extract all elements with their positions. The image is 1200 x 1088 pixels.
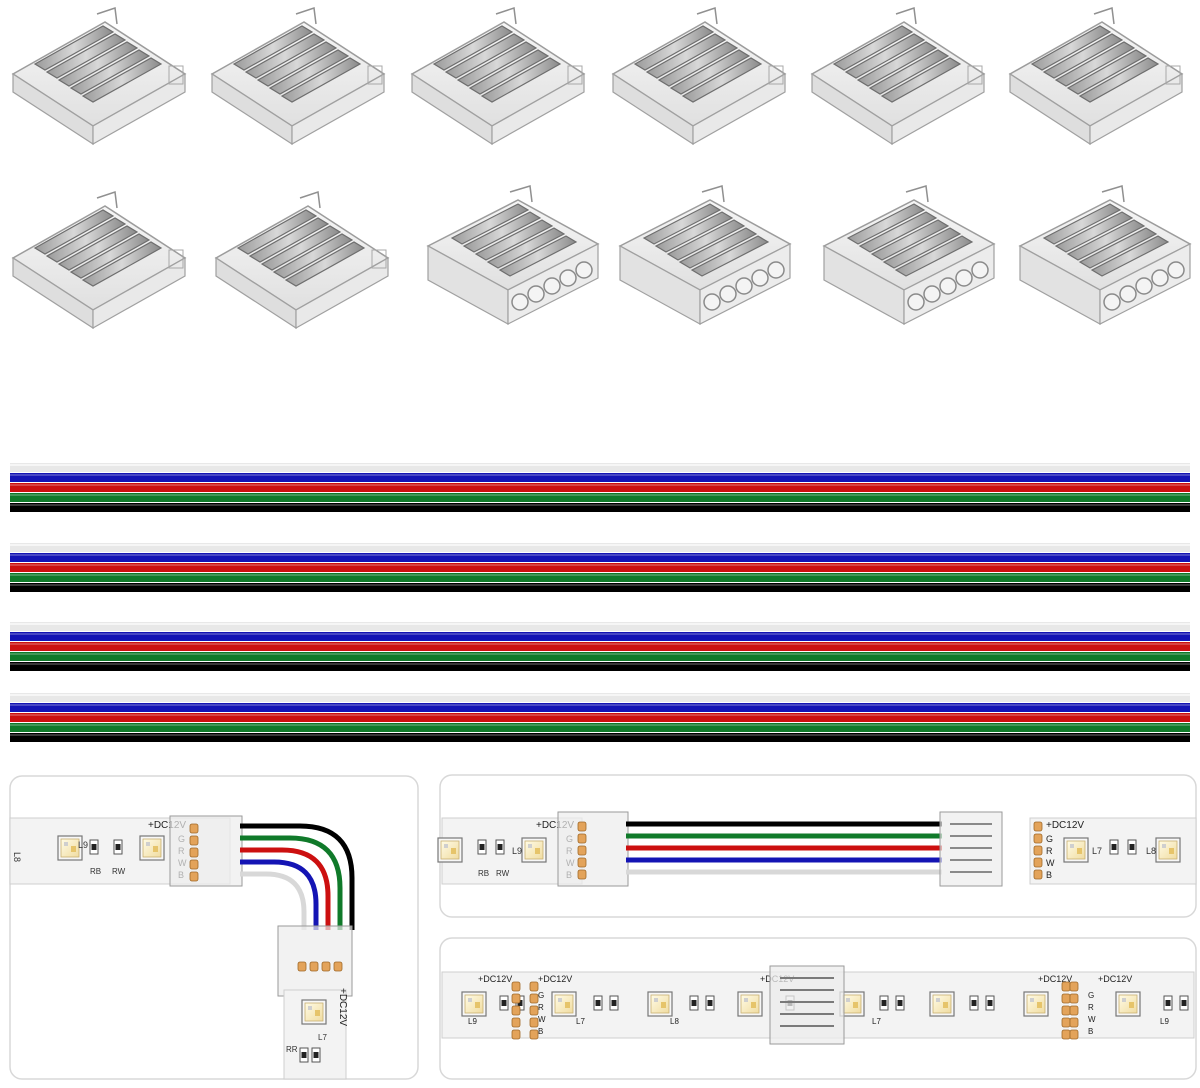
cable-wire: [10, 553, 1190, 562]
connector-clip-barrel: [1019, 185, 1191, 325]
svg-text:L8: L8: [1146, 846, 1156, 856]
connector-clip-barrel: [619, 185, 791, 325]
cable-wire: [10, 723, 1190, 732]
svg-text:B: B: [1088, 1027, 1093, 1036]
svg-text:L9: L9: [1160, 1017, 1169, 1026]
svg-text:G: G: [1088, 991, 1094, 1000]
cable-wire: [10, 473, 1190, 482]
svg-text:L7: L7: [872, 1017, 881, 1026]
svg-text:L9: L9: [78, 840, 88, 850]
panel-gapless-connector: +DC12V+DC12V+DC12V+DC12V+DC12VGRWBGRWBL9…: [439, 937, 1197, 1080]
ribbon-cable: [10, 463, 1190, 512]
cable-wire: [10, 642, 1190, 651]
svg-text:R: R: [1088, 1003, 1094, 1012]
connector-clip: [1009, 7, 1183, 145]
ribbon-cable: [10, 543, 1190, 592]
cable-wire: [10, 503, 1190, 512]
cable-wire: [10, 543, 1190, 552]
svg-text:L7: L7: [1092, 846, 1102, 856]
svg-text:+DC12V: +DC12V: [538, 974, 572, 984]
svg-text:G: G: [1046, 834, 1053, 844]
svg-text:+DC12V: +DC12V: [1098, 974, 1132, 984]
svg-text:B: B: [538, 1027, 543, 1036]
svg-text:G: G: [538, 991, 544, 1000]
cable-wire: [10, 693, 1190, 702]
svg-text:+DC12V: +DC12V: [148, 820, 186, 831]
svg-text:L9: L9: [512, 846, 522, 856]
svg-text:RW: RW: [112, 867, 126, 876]
cable-wire: [10, 733, 1190, 742]
svg-text:L9: L9: [468, 1017, 477, 1026]
svg-text:R: R: [1046, 846, 1053, 856]
cable-wire: [10, 652, 1190, 661]
svg-text:B: B: [1046, 870, 1052, 880]
connector-clip: [12, 191, 186, 329]
cable-wire: [10, 622, 1190, 631]
cable-wire: [10, 463, 1190, 472]
connector-row-bottom: [12, 185, 1191, 329]
ribbon-cable: [10, 622, 1190, 671]
connector-clip-barrel: [427, 185, 599, 325]
svg-text:+DC12V: +DC12V: [1046, 820, 1084, 831]
svg-text:L7: L7: [576, 1017, 585, 1026]
cable-wire: [10, 563, 1190, 572]
svg-text:RB: RB: [90, 867, 101, 876]
svg-text:L7: L7: [318, 1033, 327, 1042]
connector-clip: [211, 7, 385, 145]
panel-straight-jumper: L9 RB RW +DC12V G R W B +DC12V G R W: [437, 774, 1197, 918]
svg-text:RB: RB: [478, 869, 489, 878]
ribbon-cable: [10, 693, 1190, 742]
svg-text:+DC12V: +DC12V: [337, 988, 348, 1026]
svg-text:+DC12V: +DC12V: [536, 820, 574, 831]
svg-text:+DC12V: +DC12V: [1038, 974, 1072, 984]
connector-clip: [12, 7, 186, 145]
connector-clip: [612, 7, 786, 145]
cable-wire: [10, 493, 1190, 502]
cable-wire: [10, 632, 1190, 641]
svg-text:+DC12V: +DC12V: [478, 974, 512, 984]
cable-wire: [10, 583, 1190, 592]
cable-wire: [10, 573, 1190, 582]
cable-wire: [10, 483, 1190, 492]
svg-text:W: W: [1046, 858, 1055, 868]
cable-wire: [10, 703, 1190, 712]
panel-l-corner: L8 L9 RB RW +DC12V G R W B +DC12V L7: [9, 775, 419, 1080]
svg-text:RR: RR: [286, 1045, 298, 1054]
svg-text:RW: RW: [496, 869, 510, 878]
cable-wire: [10, 662, 1190, 671]
svg-text:W: W: [1088, 1015, 1096, 1024]
svg-text:W: W: [538, 1015, 546, 1024]
svg-text:R: R: [538, 1003, 544, 1012]
connector-clip-barrel: [823, 185, 995, 325]
svg-text:L8: L8: [670, 1017, 679, 1026]
cable-wire: [10, 713, 1190, 722]
connector-clip: [215, 191, 389, 329]
connector-clip: [811, 7, 985, 145]
connector-row-top: [12, 7, 1183, 145]
ribbon-cables: [10, 463, 1190, 742]
connector-clip: [411, 7, 585, 145]
svg-text:L8: L8: [12, 852, 22, 862]
